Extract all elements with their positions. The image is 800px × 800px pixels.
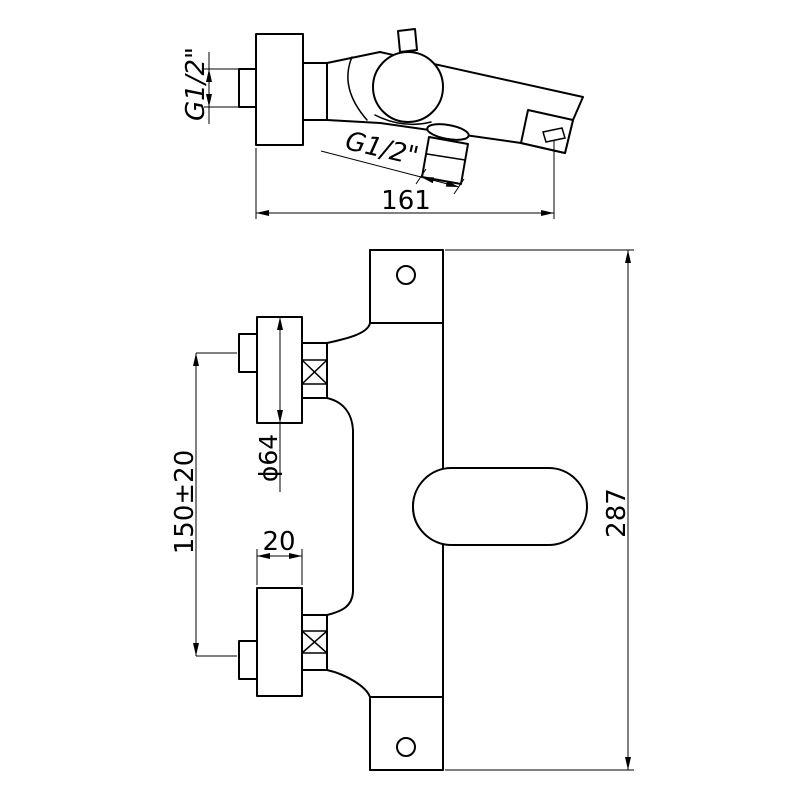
- supply-flange-bottom: [256, 587, 303, 697]
- union-hatch-top: [301, 342, 328, 399]
- flange-width-label: 20: [262, 527, 295, 557]
- handle-ball: [372, 51, 444, 123]
- inlet-nipple-side: [238, 68, 257, 108]
- mounting-plate-top: [369, 249, 444, 324]
- supply-nut-bottom: [238, 640, 258, 680]
- mixer-body-front: [326, 322, 444, 698]
- handle-lever: [412, 467, 588, 546]
- diverter-thread-label: G1/2": [342, 126, 421, 172]
- mounting-plate-bottom: [369, 696, 444, 771]
- wall-flange-side: [255, 33, 304, 146]
- wall-thread-label: G1/2": [181, 47, 211, 121]
- mounting-hole-bottom: [396, 737, 416, 757]
- hatch-cross: [301, 630, 328, 654]
- handle-stem: [397, 28, 418, 53]
- front-view: ϕ64 150±20 20 287: [170, 249, 634, 771]
- dimension-tail: [320, 150, 422, 178]
- overall-height-label: 287: [602, 488, 632, 538]
- cartridge-socket-arc: [347, 56, 368, 121]
- overall-depth-label: 161: [381, 186, 431, 216]
- flange-diameter-label: ϕ64: [254, 434, 283, 482]
- diverter-body: [421, 136, 469, 185]
- socket-lip-arc: [374, 114, 432, 126]
- diverter-ring-line: [426, 153, 466, 161]
- aerator-insert: [542, 127, 566, 143]
- diverter-cap: [426, 123, 470, 141]
- supply-nut-top: [238, 333, 258, 373]
- hatch-cross: [301, 359, 328, 385]
- body-neck-side: [302, 62, 328, 121]
- side-view: G1/2" G1/2" 161: [181, 28, 584, 219]
- inlet-centers-label: 150±20: [170, 450, 200, 555]
- dimension-line-diverter-thread: [420, 176, 460, 188]
- mounting-hole-top: [396, 265, 416, 285]
